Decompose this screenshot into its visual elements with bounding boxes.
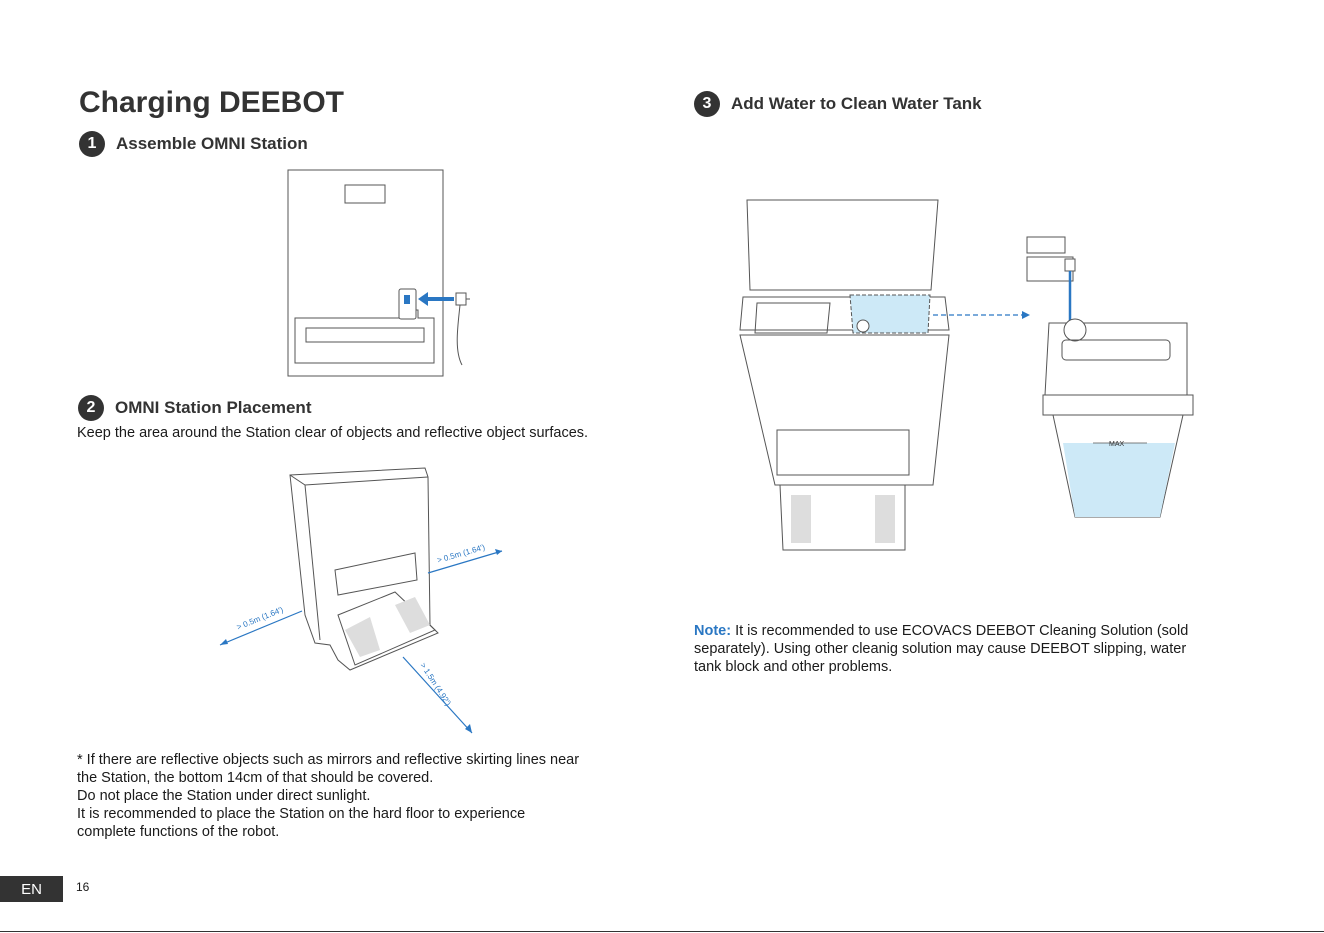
max-water-line-label: MAX: [1109, 441, 1125, 448]
language-tab: EN: [0, 876, 63, 902]
station-back-illustration: [287, 169, 470, 377]
footnote-line: It is recommended to place the Station o…: [77, 806, 526, 822]
step-3-title: Add Water to Clean Water Tank: [731, 94, 982, 113]
note-block: Note: It is recommended to use ECOVACS D…: [694, 622, 1188, 676]
note-label: Note:: [694, 623, 732, 639]
page-number: 16: [76, 880, 90, 894]
placement-diagram: > 0.5m (1.64') > 0.5m (1.64') > 1.5m (4.…: [219, 467, 503, 734]
step-1-heading: 1 Assemble OMNI Station: [79, 131, 308, 157]
page-title: Charging DEEBOT: [79, 86, 345, 119]
footnote-line: Do not place the Station under direct su…: [77, 788, 371, 804]
note-line: It is recommended to use ECOVACS DEEBOT …: [731, 623, 1189, 639]
step-3-heading: 3 Add Water to Clean Water Tank: [694, 91, 982, 117]
water-tank-illustration: MAX: [739, 199, 1194, 551]
step-3-number: 3: [694, 91, 720, 117]
right-clearance-label: > 0.5m (1.64'): [436, 543, 486, 565]
step-2-title: OMNI Station Placement: [115, 398, 312, 417]
step-1-number: 1: [79, 131, 105, 157]
step-2-description: Keep the area around the Station clear o…: [77, 425, 589, 441]
footnote-line: complete functions of the robot.: [77, 824, 280, 840]
footer-rule: [0, 931, 1324, 932]
footnote-line: the Station, the bottom 14cm of that sho…: [77, 770, 434, 786]
note-line: separately). Using other cleanig solutio…: [694, 641, 1187, 657]
step-1-title: Assemble OMNI Station: [116, 134, 308, 153]
step-2-heading: 2 OMNI Station Placement: [78, 395, 311, 421]
front-clearance-label: > 1.5m (4.92'): [418, 661, 453, 708]
footnote-block: * If there are reflective objects such a…: [77, 751, 579, 841]
step-2-number: 2: [78, 395, 104, 421]
footnote-line: * If there are reflective objects such a…: [77, 752, 580, 768]
note-line: tank block and other problems.: [694, 659, 893, 675]
